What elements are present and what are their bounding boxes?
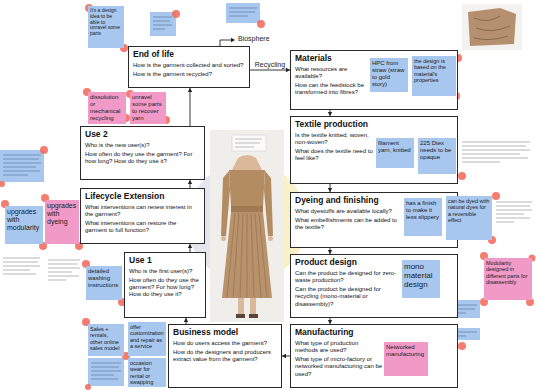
stage-question: How can the feedstock be transformed int… <box>295 82 371 96</box>
stage-question: What resources are available? <box>295 66 371 80</box>
note-text: It's a design idea to be able to unravel… <box>90 8 122 37</box>
stage-heading: Textile production <box>295 120 453 130</box>
sticky-note: HPC from straw (straw to gold story) <box>370 58 408 92</box>
vote-dot <box>0 4 536 390</box>
arrow-head <box>188 180 192 184</box>
sticky-note: has a finish to make it less slippery <box>404 198 442 236</box>
sticky-note: occasion wear for rental or swapping <box>128 358 166 387</box>
note-text: upgrades with dyeing <box>47 202 77 226</box>
stage-box: Use 1 Who is the first user(s)? How often … <box>124 252 206 318</box>
sticky-note: mono material design <box>402 260 440 298</box>
sticky-note: offer customization and repair as a serv… <box>128 322 166 356</box>
sticky-note: It's a design idea to be able to unravel… <box>88 6 124 48</box>
stage-question: How is the garment collected and sorted? <box>133 62 245 69</box>
sticky-note: can be dyed with natural dyes for a reve… <box>446 196 492 240</box>
note-text: offer customization and repair as a serv… <box>130 324 164 349</box>
sticky-note: filament yarn, knitted <box>376 138 414 168</box>
arrow-head <box>188 244 192 248</box>
arrow-head <box>188 88 192 92</box>
flow-arrow <box>328 184 332 192</box>
stage-question: Is the textile knitted, woven, non-woven… <box>295 132 377 146</box>
arrow-head <box>184 318 188 322</box>
note-text: has a finish to make it less slippery <box>406 200 440 221</box>
note-text: Networked manufacturing <box>386 344 426 358</box>
note-text: 225 Dtex needs to be opaque <box>420 140 454 161</box>
flow-arrow <box>188 244 192 252</box>
stage-question: How is the garment recycled? <box>133 71 245 78</box>
stage-heading: Business model <box>173 328 277 338</box>
note-text: unravel some parts to recover yarn <box>132 94 164 122</box>
stage-question: What does the textile need to feel like? <box>295 148 377 162</box>
stage-box: End of lifeHow is the garment collected … <box>128 46 250 88</box>
stage-question: How do users access the garment? <box>173 340 277 347</box>
stage-question: Who is the new user(s)? <box>85 142 200 149</box>
dress-photo <box>210 130 284 322</box>
region-label: Biosphere <box>237 35 271 43</box>
stage-question: What type of micro-factory or networked … <box>295 356 383 378</box>
sticky-note: upgrades with modularity <box>5 206 43 244</box>
stage-question: How often do they use the garment? For h… <box>129 277 203 299</box>
stage-box: ManufacturingWhat type of production met… <box>290 324 458 388</box>
flow-arrow <box>188 180 192 188</box>
stage-question: What type of production methods are used… <box>295 340 383 354</box>
note-text: filament yarn, knitted <box>378 140 412 154</box>
stage-box: Lifecycle ExtensionWhat interventions ca… <box>80 188 205 244</box>
stage-question: How do the designers and producers extra… <box>173 349 277 363</box>
sticky-note: upgrades with dyeing <box>45 200 79 244</box>
note-text: Modularity designed in different parts f… <box>486 260 530 285</box>
stage-box: Business modelHow do users access the ga… <box>168 324 282 388</box>
stage-heading: End of life <box>133 50 245 60</box>
flow-arrow <box>282 354 290 358</box>
sticky-note: Networked manufacturing <box>384 342 428 376</box>
sticky-note: unravel some parts to recover yarn <box>130 92 166 124</box>
sticky-note: Modularity designed in different parts f… <box>484 258 532 300</box>
flow-line <box>250 70 290 71</box>
note-text: can be dyed with natural dyes for a reve… <box>448 198 490 223</box>
sticky-note: dissolution or mechanical recycling <box>88 92 126 124</box>
fabric-photo <box>462 4 522 50</box>
note-text: dissolution or mechanical recycling <box>90 94 124 122</box>
note-text: Sales + rentals, other online sales mode… <box>90 326 122 351</box>
note-text: occasion wear for rental or swapping <box>130 360 164 385</box>
stage-question: Can the product be designed for recyclin… <box>295 286 403 308</box>
stage-heading: Use 2 <box>85 130 200 140</box>
note-text: detailed washing instructions <box>88 268 120 289</box>
note-text: HPC from straw (straw to gold story) <box>372 60 406 88</box>
edge-label: Recycling <box>254 61 286 69</box>
sticky-note: detailed washing instructions <box>86 266 122 300</box>
stage-heading: Lifecycle Extension <box>85 192 200 202</box>
stage-question: What interventions can renew interest in… <box>85 204 200 218</box>
stage-question: What dyestuffs are available locally? <box>295 208 405 215</box>
flow-arrow <box>188 88 192 126</box>
stage-question: Can the product be designed for zero-was… <box>295 270 403 284</box>
note-text: upgrades with modularity <box>7 208 41 232</box>
sticky-note: the design is based on the material's pr… <box>412 56 456 96</box>
stage-question: How often do they use the garment? For h… <box>85 151 200 165</box>
sticky-note: Sales + rentals, other online sales mode… <box>88 324 124 356</box>
stage-heading: Manufacturing <box>295 328 453 338</box>
note-text: mono material design <box>404 262 438 290</box>
stage-box: Use 2 Who is the new user(s)? How often do… <box>80 126 205 180</box>
stage-question: What interventions can restore the garme… <box>85 220 200 234</box>
stage-question: Who is the first user(s)? <box>129 268 203 275</box>
stage-heading: Use 1 <box>129 256 201 266</box>
biosphere-leader <box>220 38 235 46</box>
flow-line <box>190 88 191 126</box>
arrow-head <box>282 354 286 358</box>
note-text: the design is based on the material's pr… <box>414 58 454 83</box>
stage-question: What embellishments can be added to the … <box>295 217 405 231</box>
sticky-note: 225 Dtex needs to be opaque <box>418 138 456 174</box>
